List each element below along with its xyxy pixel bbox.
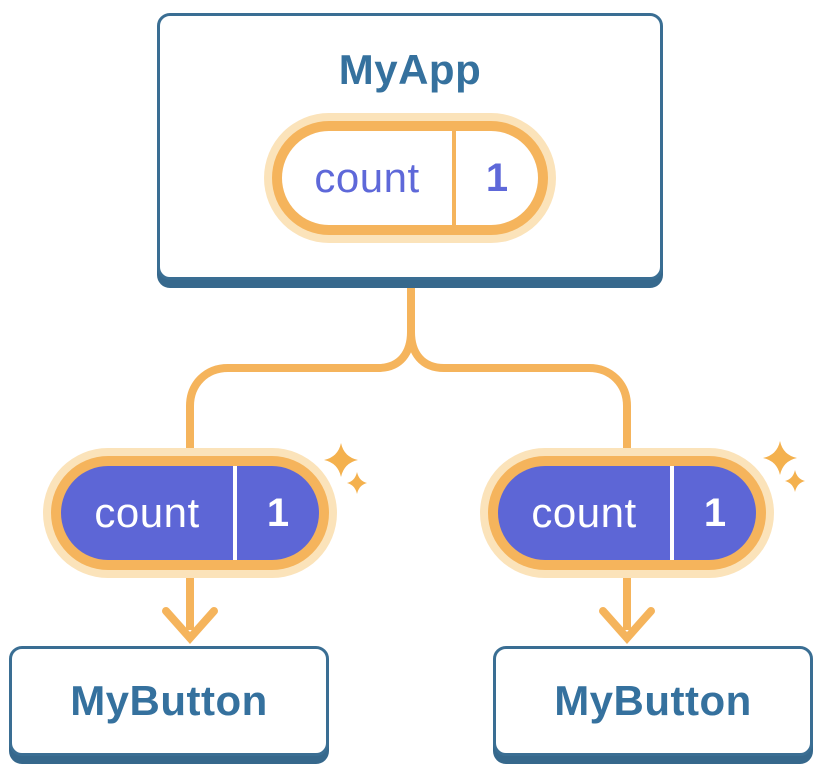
state-value: 1 xyxy=(485,155,509,200)
state-pill-root: count 1 xyxy=(264,113,556,243)
state-value: 1 xyxy=(703,490,727,535)
component-card-mybutton-left: MyButton xyxy=(9,646,329,756)
state-pill-body: count 1 xyxy=(282,131,538,225)
component-card-mybutton-right: MyButton xyxy=(493,646,813,756)
state-value: 1 xyxy=(266,490,290,535)
state-pill-left-child: count 1 xyxy=(43,448,337,578)
component-title: MyApp xyxy=(338,46,482,93)
sparkle-icon xyxy=(347,472,367,494)
state-name: count xyxy=(94,489,200,536)
sparkle-icon xyxy=(785,470,805,492)
tree-connector-left xyxy=(186,278,415,452)
state-name: count xyxy=(314,154,420,201)
state-pill-divider xyxy=(452,131,456,225)
state-pill-divider xyxy=(233,466,237,560)
state-pill-right-child: count 1 xyxy=(480,448,774,578)
state-pill-ring: count 1 xyxy=(51,456,329,570)
left-arrow-head-icon xyxy=(162,607,218,645)
right-arrow-head-icon xyxy=(599,607,655,645)
sparkle-icon xyxy=(763,441,797,475)
state-pill-ring: count 1 xyxy=(272,121,548,235)
state-name: count xyxy=(531,489,637,536)
state-pill-body: count 1 xyxy=(498,466,756,560)
sparkle-icon xyxy=(324,443,358,477)
state-pill-divider xyxy=(670,466,674,560)
component-title: MyButton xyxy=(70,677,268,724)
state-pill-body: count 1 xyxy=(61,466,319,560)
tree-connector-right xyxy=(407,278,631,452)
component-title: MyButton xyxy=(554,677,752,724)
state-pill-ring: count 1 xyxy=(488,456,766,570)
